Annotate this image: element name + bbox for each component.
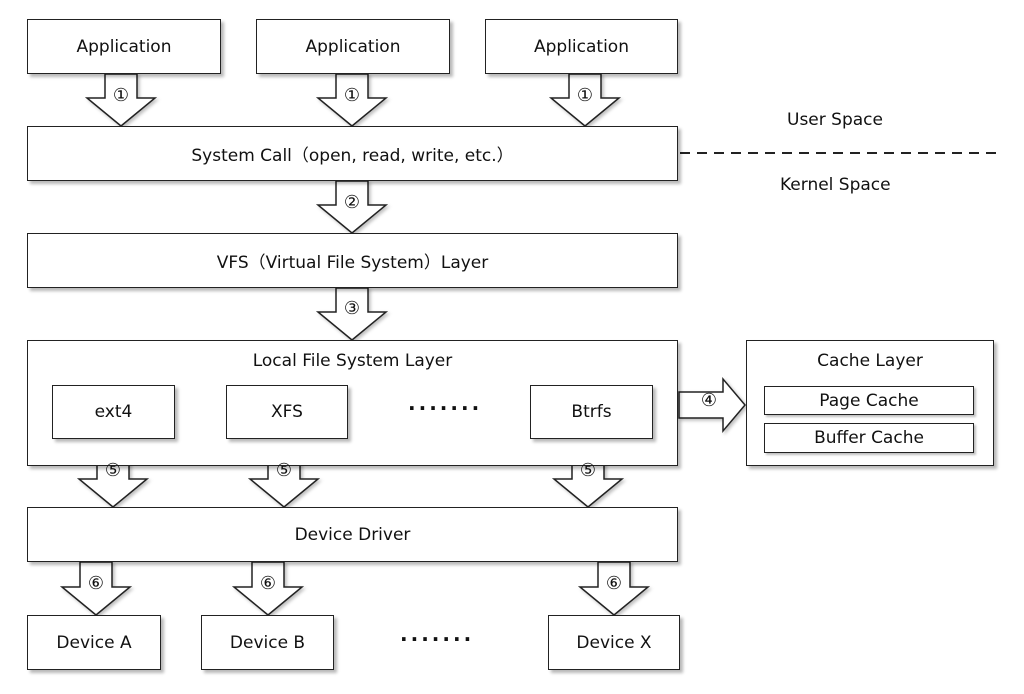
application-label: Application: [76, 36, 172, 57]
application-box-1[interactable]: Application: [27, 19, 221, 74]
arrow-step-1: [315, 73, 389, 127]
fs-btrfs[interactable]: Btrfs: [530, 385, 653, 439]
application-box-2[interactable]: Application: [256, 19, 450, 74]
step-3-label: ③: [343, 298, 361, 319]
buffer-cache[interactable]: Buffer Cache: [764, 423, 974, 453]
device-a[interactable]: Device A: [27, 615, 161, 670]
device-label: Device B: [229, 632, 306, 653]
system-call-label: System Call（open, read, write, etc.）: [191, 146, 514, 166]
system-call-layer[interactable]: System Call（open, read, write, etc.）: [27, 126, 678, 181]
fs-xfs[interactable]: XFS: [226, 385, 348, 439]
application-box-3[interactable]: Application: [485, 19, 678, 74]
step-1-label: ①: [576, 85, 594, 106]
cache-title: Cache Layer: [817, 351, 923, 371]
vfs-layer[interactable]: VFS（Virtual File System）Layer: [27, 233, 678, 288]
step-6-label: ⑥: [259, 573, 277, 594]
fs-ellipsis: ·······: [408, 396, 483, 420]
arrow-step-6: [231, 561, 305, 616]
arrow-step-1: [548, 73, 622, 127]
application-label: Application: [534, 36, 629, 57]
arrow-step-6: [59, 561, 133, 616]
device-x[interactable]: Device X: [548, 615, 680, 670]
fs-ext4[interactable]: ext4: [52, 385, 175, 439]
fs-label: ext4: [94, 402, 133, 422]
device-label: Device X: [576, 632, 652, 653]
device-b[interactable]: Device B: [201, 615, 334, 670]
vfs-label: VFS（Virtual File System）Layer: [216, 253, 489, 273]
step-1-label: ①: [343, 85, 361, 106]
device-label: Device A: [56, 632, 132, 653]
arrow-step-1: [84, 73, 158, 127]
application-label: Application: [305, 36, 401, 57]
cache-item-label: Page Cache: [819, 390, 919, 411]
device-ellipsis: ·······: [400, 627, 475, 651]
arrow-step-6: [577, 561, 651, 616]
step-5-label: ⑤: [104, 460, 122, 481]
page-cache[interactable]: Page Cache: [764, 386, 974, 415]
arrow-step-2: [315, 180, 389, 234]
arrow-step-4: [678, 376, 746, 434]
step-6-label: ⑥: [605, 573, 623, 594]
step-6-label: ⑥: [87, 573, 105, 594]
device-driver-layer[interactable]: Device Driver: [27, 507, 678, 562]
kernel-space-label: Kernel Space: [780, 175, 891, 195]
device-driver-label: Device Driver: [294, 524, 411, 545]
step-4-label: ④: [700, 390, 718, 411]
step-1-label: ①: [112, 85, 130, 106]
local-fs-title: Local File System Layer: [252, 351, 453, 371]
fs-label: XFS: [271, 402, 303, 422]
step-5-label: ⑤: [275, 460, 293, 481]
fs-label: Btrfs: [571, 402, 612, 422]
cache-item-label: Buffer Cache: [814, 428, 924, 448]
arrow-step-3: [315, 287, 389, 341]
step-5-label: ⑤: [579, 460, 597, 481]
step-2-label: ②: [343, 192, 361, 213]
user-space-label: User Space: [787, 110, 883, 130]
